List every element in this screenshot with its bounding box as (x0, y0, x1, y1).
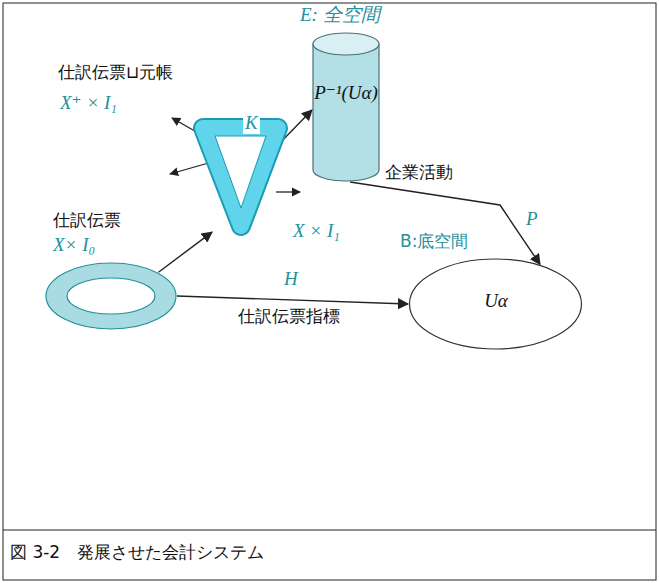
node-outline (45, 262, 177, 330)
node-outline (193, 108, 288, 240)
product-label: X⁺ × I₁ (60, 92, 117, 115)
set-label: 仕訳伝票 (53, 210, 121, 230)
mapping-arrow (350, 182, 540, 264)
cylinder-node: E: 全空間P⁻¹(Uα) (312, 32, 380, 182)
preimage-label: P⁻¹(Uα) (314, 82, 378, 105)
region-label: Uα (484, 290, 508, 313)
product-label: X× I₀ (53, 234, 95, 257)
outward-arrow (170, 162, 212, 174)
set-label: 仕訳伝票⊔元帳 (58, 62, 173, 82)
product-label: X × I₁ (293, 220, 340, 243)
figure-caption: 図 3-2 発展させた会計システム (10, 542, 264, 562)
ring-node: 仕訳伝票X× I₀ (45, 262, 177, 330)
map-name-label: 仕訳伝票指標 (238, 306, 340, 326)
mapping-arrow (159, 232, 213, 272)
mobius-band-node: 仕訳伝票⊔元帳X⁺ × I₁X × I₁ (193, 108, 288, 240)
outer-frame (3, 3, 656, 580)
map-symbol: P (524, 208, 540, 230)
node-outline (312, 32, 380, 182)
map-symbol: K (243, 112, 260, 134)
map-symbol: H (282, 268, 300, 290)
mapping-arrow (177, 296, 408, 304)
activity-label: 企業活動 (385, 162, 453, 182)
base-space-ellipse: B:底空間Uα (408, 258, 583, 350)
space-label: B:底空間 (400, 231, 468, 251)
space-label: E: 全空間 (300, 4, 380, 27)
caption-divider (3, 530, 656, 531)
outward-arrow (276, 191, 300, 192)
